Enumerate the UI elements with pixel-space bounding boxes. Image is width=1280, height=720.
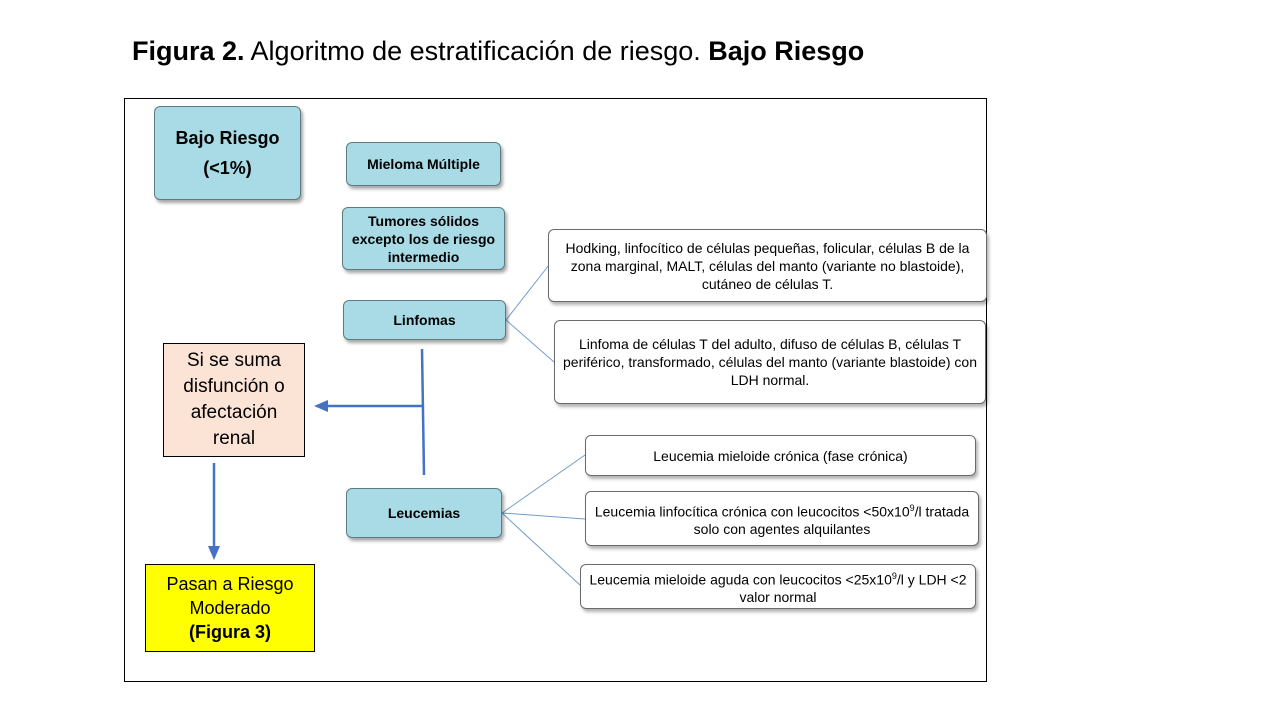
figure-number: Figura 2. xyxy=(132,36,245,66)
renal-condition-box: Si se suma disfunción o afectación renal xyxy=(163,343,305,457)
figure-caption: Algoritmo de estratificación de riesgo. xyxy=(244,36,709,66)
leucemias-detail-3-exp: 9 xyxy=(891,570,897,581)
leucemias-label: Leucemias xyxy=(387,505,461,521)
connector-leucemias-3 xyxy=(501,512,581,586)
leucemias-detail-3-pre: Leucemia mieloide aguda con leucocitos <… xyxy=(589,571,892,588)
arrow-to-renal-head xyxy=(314,400,328,412)
tumores-box: Tumores sólidos excepto los de riesgo in… xyxy=(342,207,505,270)
connector-linfomas-2 xyxy=(505,319,555,363)
bracket-line xyxy=(420,348,426,476)
linfomas-detail-2-text: Linfoma de células T del adulto, difuso … xyxy=(563,336,977,388)
leucemias-detail-2-post: /l tratada solo con agentes alquilantes xyxy=(693,503,970,538)
moderate-risk-figure-ref: (Figura 3) xyxy=(188,622,271,642)
leucemias-detail-3-post: /l y LDH <2 valor normal xyxy=(739,571,967,606)
linfomas-detail-2: Linfoma de células T del adulto, difuso … xyxy=(554,320,986,404)
leucemias-detail-2: Leucemia linfocítica crónica con leucoci… xyxy=(585,491,979,546)
leucemias-detail-3: Leucemia mieloide aguda con leucocitos <… xyxy=(580,564,976,609)
connector-linfomas-1 xyxy=(505,264,550,321)
renal-condition-text: Si se suma disfunción o afectación renal xyxy=(183,350,285,449)
linfomas-box: Linfomas xyxy=(343,300,506,340)
mieloma-box: Mieloma Múltiple xyxy=(346,142,501,186)
leucemias-detail-1-text: Leucemia mieloide crónica (fase crónica) xyxy=(653,447,908,464)
leucemias-detail-1: Leucemia mieloide crónica (fase crónica) xyxy=(585,435,976,476)
leucemias-detail-3-text: Leucemia mieloide aguda con leucocitos <… xyxy=(587,567,969,607)
connector-leucemias-1 xyxy=(501,454,586,514)
figure-risk-level: Bajo Riesgo xyxy=(708,36,865,66)
leucemias-detail-2-exp: 9 xyxy=(909,502,915,513)
leucemias-box: Leucemias xyxy=(346,488,502,538)
low-risk-percent: (<1%) xyxy=(203,158,252,178)
moderate-risk-box: Pasan a Riesgo Moderado (Figura 3) xyxy=(145,564,315,652)
figure-title: Figura 2. Algoritmo de estratificación d… xyxy=(132,36,864,67)
low-risk-label: Bajo Riesgo xyxy=(175,128,280,148)
linfomas-detail-1: Hodking, linfocítico de células pequeñas… xyxy=(548,229,987,302)
leucemias-detail-2-text: Leucemia linfocítica crónica con leucoci… xyxy=(592,499,972,539)
linfomas-label: Linfomas xyxy=(393,312,456,328)
diagram-frame xyxy=(124,98,987,682)
tumores-label: Tumores sólidos excepto los de riesgo in… xyxy=(351,212,496,265)
connector-leucemias-2 xyxy=(501,512,586,520)
mieloma-label: Mieloma Múltiple xyxy=(367,156,480,172)
moderate-risk-text: Pasan a Riesgo Moderado xyxy=(166,574,294,618)
arrow-to-moderate-head xyxy=(208,546,220,560)
leucemias-detail-2-pre: Leucemia linfocítica crónica con leucoci… xyxy=(594,503,910,520)
low-risk-box: Bajo Riesgo (<1%) xyxy=(154,106,301,200)
linfomas-detail-1-text: Hodking, linfocítico de células pequeñas… xyxy=(565,239,970,292)
